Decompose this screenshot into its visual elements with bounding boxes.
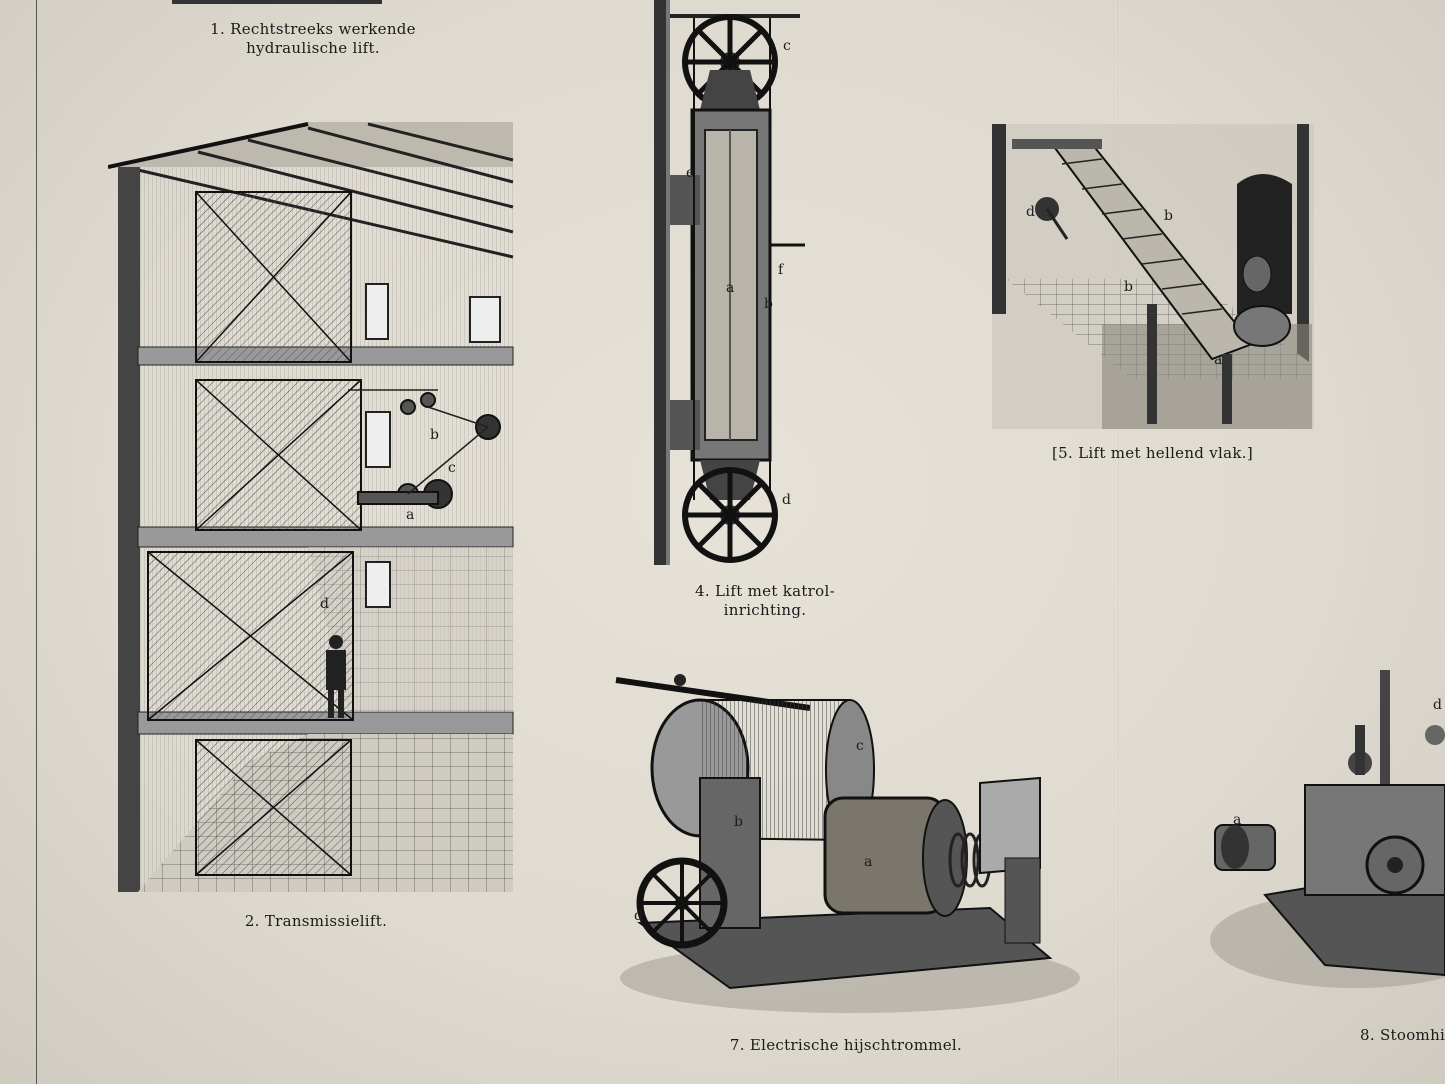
label-d: d <box>1433 697 1442 713</box>
caption-figure-2: 2. Transmissielift. <box>244 912 388 930</box>
figure-8-steam-hoist-partial: a d <box>1205 665 1445 995</box>
caption-figure-4-line2: inrichting. <box>723 601 807 619</box>
page-fold <box>1118 0 1120 1084</box>
label-d: d <box>1026 204 1035 220</box>
label-e: e <box>686 165 695 181</box>
figure-2-transmission-lift: a b c d <box>108 122 518 897</box>
caption-figure-8: 8. Stoomhi <box>1360 1026 1445 1044</box>
label-a: a <box>864 854 873 870</box>
label-c: c <box>856 738 864 754</box>
caption-figure-4: 4. Lift met katrol- inrichting. <box>680 582 850 620</box>
label-f: f <box>778 262 784 278</box>
label-a: a <box>726 280 735 296</box>
label-b: b <box>1164 208 1173 224</box>
label-d: d <box>634 908 643 924</box>
caption-figure-1: 1. Rechtstreeks werkende hydraulische li… <box>200 20 426 58</box>
caption-figure-5: [5. Lift met hellend vlak.] <box>1052 444 1253 462</box>
label-c: c <box>448 460 456 476</box>
label-b: b <box>1124 279 1133 295</box>
label-b: b <box>430 427 439 443</box>
caption-figure-7: 7. Electrische hijschtrommel. <box>729 1036 963 1054</box>
label-d: d <box>320 596 329 612</box>
figure-4-pulley-lift: c e f a b d <box>650 0 810 570</box>
label-d: d <box>782 492 791 508</box>
label-b: b <box>764 296 773 312</box>
label-a: a <box>1214 352 1223 368</box>
caption-figure-1-line1: 1. Rechtstreeks werkende <box>210 20 416 38</box>
label-a: a <box>406 507 415 523</box>
figure-5-inclined-lift: d b b a <box>992 124 1314 429</box>
caption-figure-1-line2: hydraulische lift. <box>246 39 380 57</box>
figure-7-electric-drum: c b a d <box>610 668 1080 1018</box>
label-c: c <box>783 38 791 54</box>
caption-figure-4-line1: 4. Lift met katrol- <box>695 582 835 600</box>
label-b: b <box>734 814 743 830</box>
label-a: a <box>1233 812 1242 828</box>
border-line <box>36 0 37 1084</box>
